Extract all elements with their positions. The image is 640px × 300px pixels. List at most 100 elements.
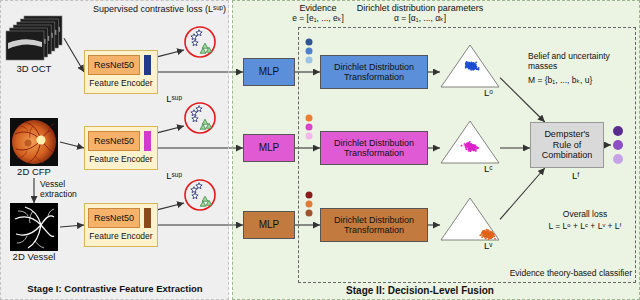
node-illustration xyxy=(184,102,216,134)
annotation-label: M = {b₁, ..., bₖ, u} xyxy=(528,76,592,86)
annotation-label: e = [e₁, ..., eₖ] xyxy=(292,14,344,24)
scatter-point xyxy=(469,148,471,150)
connector xyxy=(158,126,184,133)
scatter-point xyxy=(468,143,470,145)
scatter-point xyxy=(488,230,490,232)
vessel xyxy=(30,211,33,223)
transform-box: Dirichlet Distribution Transformation xyxy=(320,131,428,165)
node-text: 2D Vessel xyxy=(13,252,56,263)
scatter-point xyxy=(469,66,471,68)
node-text: Lᶜ xyxy=(484,164,493,175)
scatter-point xyxy=(485,233,487,235)
loss-circle xyxy=(185,180,215,210)
scatter-point xyxy=(488,233,490,235)
scatter-point xyxy=(486,234,488,236)
scatter-point xyxy=(461,145,463,147)
scatter-point xyxy=(490,233,492,235)
scatter-point xyxy=(473,147,475,149)
star-sample xyxy=(191,110,197,116)
triangle-sample xyxy=(206,47,212,52)
scatter-point xyxy=(485,233,487,235)
scatter-point xyxy=(474,63,476,65)
scatter-point xyxy=(470,147,472,149)
scatter-point xyxy=(470,68,472,70)
connector xyxy=(64,38,84,72)
scatter-point xyxy=(471,147,473,149)
loss-circle xyxy=(185,103,215,133)
annotation-label: Belief and uncertainty masses xyxy=(528,52,628,72)
scatter-point xyxy=(471,67,473,69)
mlp-box: MLP xyxy=(243,134,295,162)
scatter-point xyxy=(465,63,467,65)
connector xyxy=(428,147,440,148)
node-text: Dirichlet Distribution Transformation xyxy=(324,138,424,159)
transform-box: Dirichlet Distribution Transformation xyxy=(320,208,428,242)
vessel xyxy=(17,236,27,243)
fundus xyxy=(12,120,56,164)
connector xyxy=(158,203,184,210)
scatter-point xyxy=(478,69,480,71)
scatter-point xyxy=(469,64,471,66)
scatter-point xyxy=(484,233,486,235)
star-sample xyxy=(196,183,202,189)
stage-panel: Stage II: Decision-Level FusionEvidence … xyxy=(232,0,640,300)
scatter-point xyxy=(466,146,468,148)
triangle-sample xyxy=(200,124,206,129)
scatter-point xyxy=(466,148,468,150)
vessel xyxy=(28,225,41,248)
scatter-point xyxy=(467,145,469,147)
connector xyxy=(60,225,84,227)
scatter-point xyxy=(469,148,471,150)
stage-panel: Stage I: Contrastive Feature Extraction3… xyxy=(0,0,229,300)
evidence-dot xyxy=(306,57,313,64)
connector xyxy=(60,142,84,148)
scatter-point xyxy=(475,149,477,151)
encoder-box: Feature EncoderResNet50 xyxy=(84,50,158,94)
scatter-point xyxy=(470,147,472,149)
node-text: Lˢᵘᵖ xyxy=(166,94,182,105)
scatter-point xyxy=(484,234,486,236)
star-sample xyxy=(196,106,202,112)
scatter-point xyxy=(475,66,477,68)
scatter-point xyxy=(471,147,473,149)
connector xyxy=(33,178,34,203)
star-sample xyxy=(191,187,197,193)
connector xyxy=(500,168,545,219)
output-dot xyxy=(613,154,623,164)
node-text: MLP xyxy=(247,142,291,154)
simplex xyxy=(441,45,499,87)
scatter-point xyxy=(475,62,477,64)
node-text: Dirichlet Distribution Transformation xyxy=(324,62,424,83)
node-text: Stage I: Contrastive Feature Extraction xyxy=(27,284,202,295)
node-text: Stage II: Decision-Level Fusion xyxy=(346,285,494,297)
scatter-point xyxy=(472,64,474,66)
evidence-dot xyxy=(306,124,313,131)
scatter-point xyxy=(481,231,483,233)
panel-ground xyxy=(232,0,640,300)
evidence-dot xyxy=(306,210,313,217)
scatter-point xyxy=(469,64,471,66)
scatter-point xyxy=(470,147,472,149)
star-sample xyxy=(192,40,198,46)
scatter-point xyxy=(471,66,473,68)
encoder-box: Feature EncoderResNet50 xyxy=(84,203,158,247)
scatter-point xyxy=(485,233,487,235)
vessel xyxy=(41,225,54,236)
scatter-point xyxy=(467,143,469,145)
scatter-point xyxy=(472,65,474,67)
scatter-point xyxy=(466,145,468,147)
scatter-point xyxy=(469,143,471,145)
node-text: MLP xyxy=(247,219,291,231)
connector xyxy=(158,50,184,57)
annotation-label: Dirichlet distribution parameters xyxy=(357,3,484,13)
scatter-point xyxy=(493,235,495,237)
scatter-point xyxy=(468,64,470,66)
star-sample xyxy=(196,30,202,36)
simplex xyxy=(441,121,499,163)
scatter-point xyxy=(475,67,477,69)
scatter-point xyxy=(470,147,472,149)
scatter-point xyxy=(484,232,486,234)
scatter-point xyxy=(488,230,490,232)
scatter-point xyxy=(481,232,483,234)
triangle-sample xyxy=(206,200,212,205)
